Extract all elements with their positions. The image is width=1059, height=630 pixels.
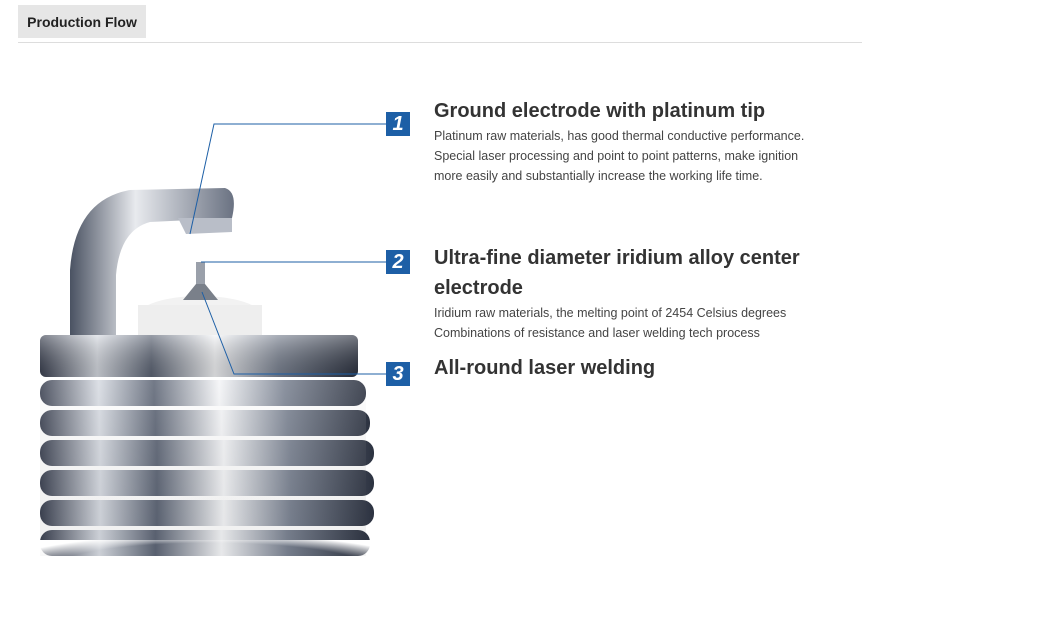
number-badge-3: 3 <box>386 362 410 386</box>
number-badge-2: 2 <box>386 250 410 274</box>
insulator <box>138 296 262 336</box>
feature-description-line: Iridium raw materials, the melting point… <box>434 306 787 320</box>
ground-electrode <box>70 188 234 335</box>
feature-title: All-round laser welding <box>434 357 656 379</box>
feature-description-line: Combinations of resistance and laser wel… <box>434 326 760 340</box>
threaded-shell <box>30 335 390 600</box>
feature-title-continued: electrode <box>434 277 523 299</box>
tab-production-flow[interactable]: Production Flow <box>18 5 146 38</box>
tab-divider <box>18 42 862 43</box>
feature-description-line: Platinum raw materials, has good thermal… <box>434 129 805 143</box>
leader-lines <box>189 123 386 375</box>
feature-center-electrode: Ultra-fine diameter iridium alloy center… <box>434 243 800 343</box>
feature-ground-electrode: Ground electrode with platinum tip Plati… <box>434 96 804 186</box>
number-badge-1: 1 <box>386 112 410 136</box>
feature-title: Ultra-fine diameter iridium alloy center <box>434 247 800 269</box>
feature-description-line: Special laser processing and point to po… <box>434 149 799 163</box>
feature-title: Ground electrode with platinum tip <box>434 100 766 122</box>
feature-description-line: more easily and substantially increase t… <box>434 169 763 183</box>
feature-laser-welding: All-round laser welding <box>434 353 655 383</box>
center-electrode <box>183 262 218 300</box>
